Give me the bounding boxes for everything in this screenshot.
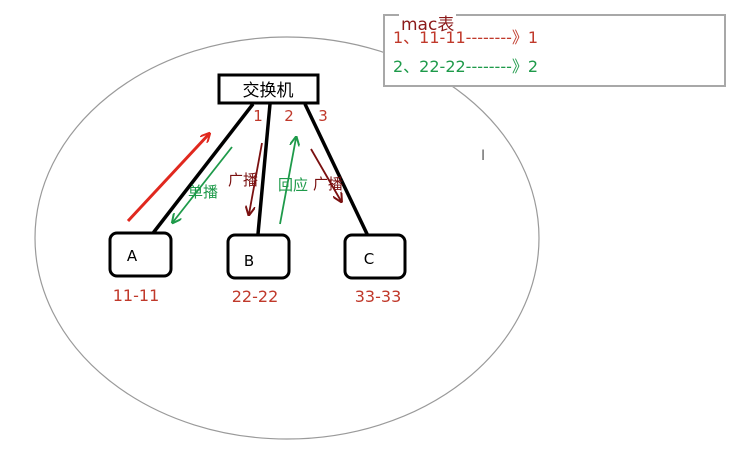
host-a-mac: 11-11	[113, 286, 160, 305]
host-b-box	[226, 233, 291, 280]
label-broadcast-b: 广播	[228, 171, 258, 189]
text-cursor-icon: I	[481, 148, 486, 164]
lan-boundary-ellipse	[34, 36, 540, 440]
arrow-unicast-to-a	[173, 146, 233, 222]
switch-box	[217, 73, 320, 105]
label-broadcast-c: 广播	[313, 175, 343, 193]
arrow-broadcast-to-b	[249, 142, 263, 214]
host-c-mac: 33-33	[355, 287, 402, 306]
mac-table-row-1: 1、11-11--------》1	[393, 28, 539, 47]
host-a-label: A	[127, 247, 138, 265]
label-reply: 回应	[278, 176, 308, 194]
port-label-2: 2	[284, 107, 294, 125]
switch-label: 交换机	[243, 81, 294, 101]
arrow-reply-from-b	[279, 138, 296, 225]
host-b-mac: 22-22	[232, 287, 279, 306]
arrow-a-to-switch	[126, 134, 209, 223]
label-unicast: 单播	[188, 183, 218, 201]
host-c-box	[343, 233, 407, 280]
mac-table-row-2: 2、22-22--------》2	[393, 57, 539, 76]
mac-table-box: mac表 1、11-11--------》1 2、22-22--------》2	[383, 10, 726, 87]
port-label-1: 1	[253, 107, 263, 125]
host-c-label: C	[364, 250, 374, 268]
mac-table-title: mac表	[399, 10, 457, 35]
host-a-box	[108, 231, 173, 278]
port-label-3: 3	[318, 107, 328, 125]
link-switch-c	[303, 103, 370, 237]
host-b-label: B	[244, 252, 254, 270]
arrow-broadcast-to-c	[310, 148, 341, 201]
link-switch-b	[256, 103, 272, 235]
link-switch-a	[148, 102, 255, 239]
